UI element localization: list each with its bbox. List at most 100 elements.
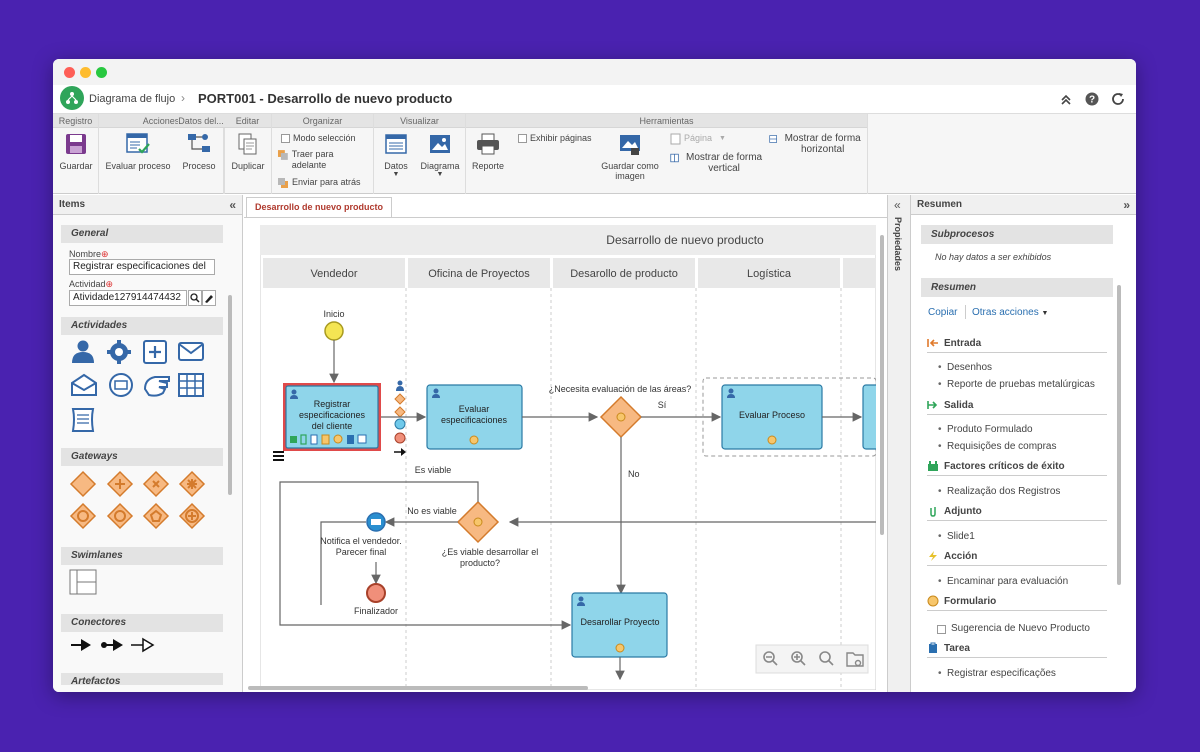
properties-strip[interactable]: « Propiedades <box>887 195 911 692</box>
collapse-up-icon[interactable] <box>1058 91 1074 107</box>
manual-task-hand-icon <box>143 376 170 397</box>
message-event-icon <box>109 373 133 397</box>
lane-label: Oficina de Proyectos <box>428 268 530 280</box>
diagram-image-icon <box>430 135 450 153</box>
task-clipboard-icon <box>929 642 937 653</box>
attachment-icon <box>930 507 936 517</box>
minimize-window-button[interactable] <box>80 67 91 78</box>
activity-id-input[interactable]: Atividade127914474432 <box>69 290 187 306</box>
copy-link[interactable]: Copiar <box>928 307 958 318</box>
end-event[interactable] <box>366 583 386 603</box>
start-event[interactable] <box>324 321 344 341</box>
task-evaluar-especificaciones[interactable]: Evaluar especificaciones <box>426 384 523 450</box>
lane-label: Vendedor <box>310 268 357 280</box>
resumen-scrollbar[interactable] <box>1117 285 1121 585</box>
maximize-window-button[interactable] <box>96 67 107 78</box>
swimlane-icon[interactable] <box>69 569 97 597</box>
list-item: Slide1 <box>938 531 975 542</box>
pool-title: Desarrollo de nuevo producto <box>606 233 764 247</box>
process-icon <box>188 134 210 152</box>
default-flow-icon <box>101 639 123 651</box>
section-gateways[interactable]: Gateways <box>61 448 223 466</box>
section-conectores[interactable]: Conectores <box>61 614 223 632</box>
section-subprocesos[interactable]: Subprocesos <box>921 225 1113 244</box>
ribbon-group-editar: Editar <box>224 114 271 128</box>
app-header: Diagrama de flujo › PORT001 - Desarrollo… <box>53 85 1136 114</box>
svg-text:producto?: producto? <box>460 558 500 568</box>
selection-mode-checkbox[interactable]: Modo selección <box>281 133 356 144</box>
canvas-vertical-scrollbar[interactable] <box>880 235 884 535</box>
duplicate-button[interactable]: Duplicar <box>226 132 270 171</box>
section-resumen[interactable]: Resumen <box>921 278 1113 297</box>
svg-text:especificaciones: especificaciones <box>441 415 508 425</box>
script-task-icon <box>71 408 95 432</box>
show-vertical-button[interactable]: Mostrar de forma vertical <box>670 152 766 174</box>
process-button[interactable]: Proceso <box>179 132 219 171</box>
hamburger-menu-icon[interactable] <box>273 451 284 461</box>
save-image-icon <box>620 135 640 155</box>
data-dropdown-button[interactable]: Datos ▼ <box>378 132 414 178</box>
section-artefactos[interactable]: Artefactos <box>61 673 223 685</box>
notify-message-event[interactable] <box>366 512 386 532</box>
breadcrumb[interactable]: Diagrama de flujo <box>89 93 176 105</box>
show-horizontal-button[interactable]: Mostrar de forma horizontal <box>769 133 865 155</box>
salida-heading: Salida <box>944 399 974 411</box>
properties-label: Propiedades <box>893 217 903 272</box>
gateway-es-viable[interactable] <box>456 500 500 544</box>
svg-text:del cliente: del cliente <box>312 421 353 431</box>
page-dropdown[interactable]: Página▼ <box>670 133 726 145</box>
factores-heading: Factores críticos de éxito <box>944 460 1065 472</box>
collapse-left-icon[interactable]: « <box>229 198 236 212</box>
refresh-icon[interactable] <box>1110 91 1126 107</box>
diagram-dropdown-button[interactable]: Diagrama ▼ <box>418 132 462 178</box>
duplicate-icon <box>238 133 257 155</box>
items-scrollbar[interactable] <box>228 295 232 495</box>
name-input[interactable]: Registrar especificaciones del <box>69 259 215 275</box>
send-backward-button[interactable]: Enviar para atrás <box>277 177 361 189</box>
list-item: Encaminar para evaluación <box>938 576 1068 587</box>
help-icon[interactable]: ? <box>1084 91 1100 107</box>
ribbon-group-organizar: Organizar <box>272 114 373 128</box>
checkbox-icon <box>281 134 290 143</box>
task-evaluar-proceso[interactable]: Evaluar Proceso <box>721 384 823 450</box>
send-backward-icon <box>278 178 288 188</box>
save-as-image-button[interactable]: Guardar como imagen <box>598 132 662 181</box>
ribbon-group-registro: Registro <box>53 114 98 128</box>
page-icon <box>670 133 681 145</box>
vertical-layout-icon <box>670 153 679 163</box>
user-task-icon <box>72 340 94 363</box>
dashed-group <box>702 377 876 457</box>
form-checkbox-item[interactable]: Sugerencia de Nuevo Producto <box>937 623 1090 634</box>
gateway-necesita-evaluacion[interactable] <box>599 395 643 439</box>
section-actividades[interactable]: Actividades <box>61 317 223 335</box>
section-swimlanes[interactable]: Swimlanes <box>61 547 223 565</box>
svg-text:Desarollar Proyecto: Desarollar Proyecto <box>580 617 659 627</box>
canvas-horizontal-scrollbar[interactable] <box>248 686 588 690</box>
gateways-palette[interactable] <box>69 470 209 532</box>
evaluate-process-button[interactable]: Evaluar proceso <box>105 132 171 171</box>
report-button[interactable]: Reporte <box>470 132 506 171</box>
horizontal-layout-icon <box>769 135 777 143</box>
tab-desarrollo-nuevo-producto[interactable]: Desarrollo de nuevo producto <box>246 197 393 217</box>
expand-right-icon[interactable]: » <box>1123 198 1130 212</box>
flow-label-no-es-viable: No es viable <box>407 506 457 516</box>
bring-forward-button[interactable]: Traer para adelante <box>277 149 369 171</box>
save-button[interactable]: Guardar <box>57 132 95 171</box>
service-task-gear-icon <box>107 340 131 364</box>
edit-icon[interactable] <box>202 290 216 306</box>
more-actions-dropdown[interactable]: Otras acciones ▼ <box>972 307 1049 318</box>
task-desarrollar-proyecto[interactable]: Desarollar Proyecto <box>571 592 668 658</box>
section-general[interactable]: General <box>61 225 223 243</box>
task-attribute-icons <box>290 434 367 445</box>
connectors-palette[interactable] <box>69 636 179 654</box>
task-offscreen[interactable] <box>862 384 876 450</box>
zoom-fit-icon <box>819 651 834 666</box>
show-pages-checkbox[interactable]: Exhibir páginas <box>518 133 592 144</box>
search-icon[interactable] <box>188 290 202 306</box>
activities-palette[interactable] <box>69 339 209 439</box>
sequence-flow-icon <box>71 639 91 651</box>
collapse-properties-icon[interactable]: « <box>894 198 901 212</box>
diagram-canvas[interactable]: Desarrollo de nuevo producto Vendedor Of… <box>260 225 876 690</box>
close-window-button[interactable] <box>64 67 75 78</box>
